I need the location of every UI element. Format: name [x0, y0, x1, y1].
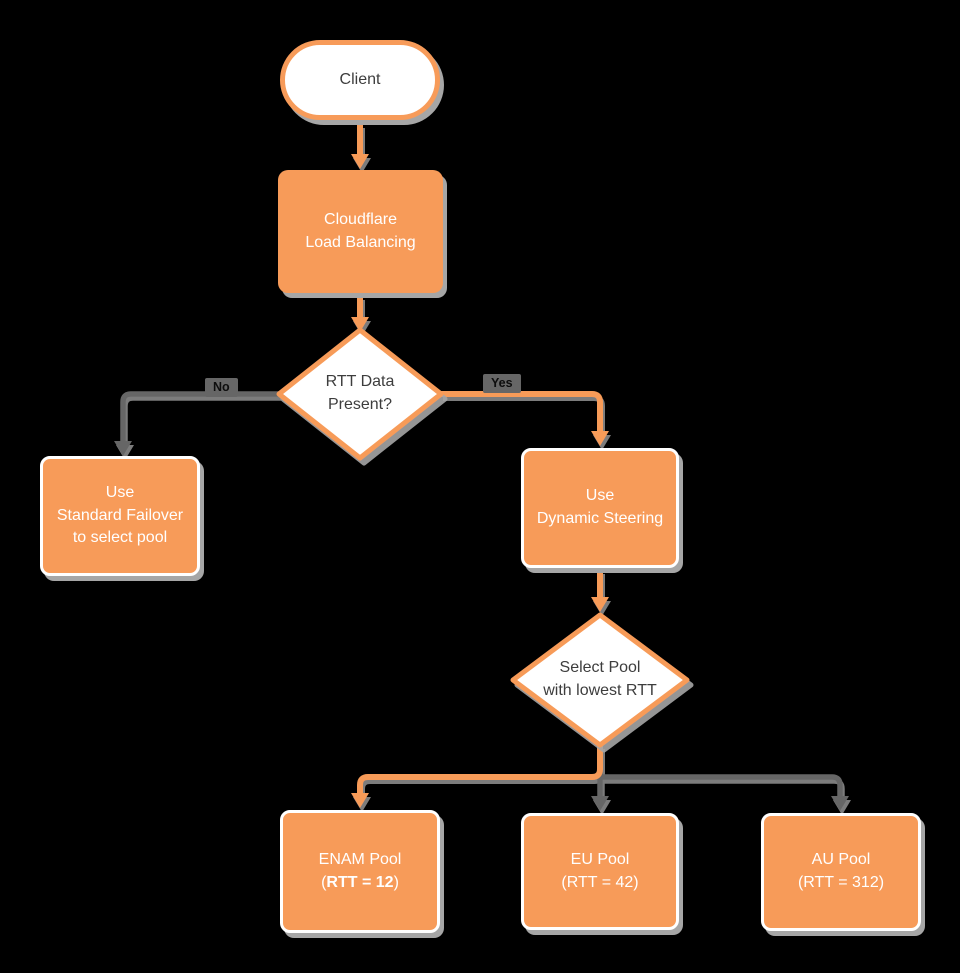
- enam-rtt-value: RTT = 12: [326, 873, 394, 891]
- arrowhead-client-to-lb: [351, 154, 369, 169]
- edge-to-au-pool: [600, 774, 843, 798]
- edge-no-branch: [120, 391, 279, 443]
- standard-failover-node: Use Standard Failover to select pool: [40, 456, 200, 576]
- rtt-decision-label: RTT Data Present?: [325, 373, 395, 413]
- enam-pool-node: ENAM Pool (RTT = 12): [280, 810, 440, 933]
- client-node: Client: [280, 40, 440, 120]
- pool-decision-label: Select Pool with lowest RTT: [543, 659, 657, 699]
- edge-to-enam-pool: [357, 745, 603, 795]
- client-label: Client: [339, 71, 381, 88]
- load-balancer-node: Cloudflare Load Balancing: [278, 170, 443, 293]
- arrowhead-eu-pool: [591, 796, 609, 811]
- lb-label-line1: Cloudflare: [324, 210, 397, 228]
- arrowhead-lb-to-decision: [351, 317, 369, 332]
- arrowhead-enam-pool: [351, 793, 369, 808]
- arrowhead-yes-branch: [591, 431, 609, 446]
- dynamic-steering-node: Use Dynamic Steering: [521, 448, 679, 568]
- edge-label-yes: Yes: [483, 374, 521, 393]
- edge-yes-branch: [441, 391, 603, 433]
- eu-pool-node: EU Pool (RTT = 42): [521, 813, 679, 930]
- edge-label-no: No: [205, 378, 238, 397]
- lb-label-line2: Load Balancing: [305, 233, 416, 251]
- arrowhead-pool-decision: [591, 597, 609, 612]
- arrowhead-au-pool: [831, 796, 849, 811]
- enam-rtt-line: (RTT = 12): [321, 873, 399, 891]
- arrowhead-no-branch: [114, 441, 132, 456]
- pool-decision-diamond: [510, 612, 690, 748]
- rtt-decision-diamond: [276, 327, 444, 461]
- au-pool-node: AU Pool (RTT = 312): [761, 813, 921, 931]
